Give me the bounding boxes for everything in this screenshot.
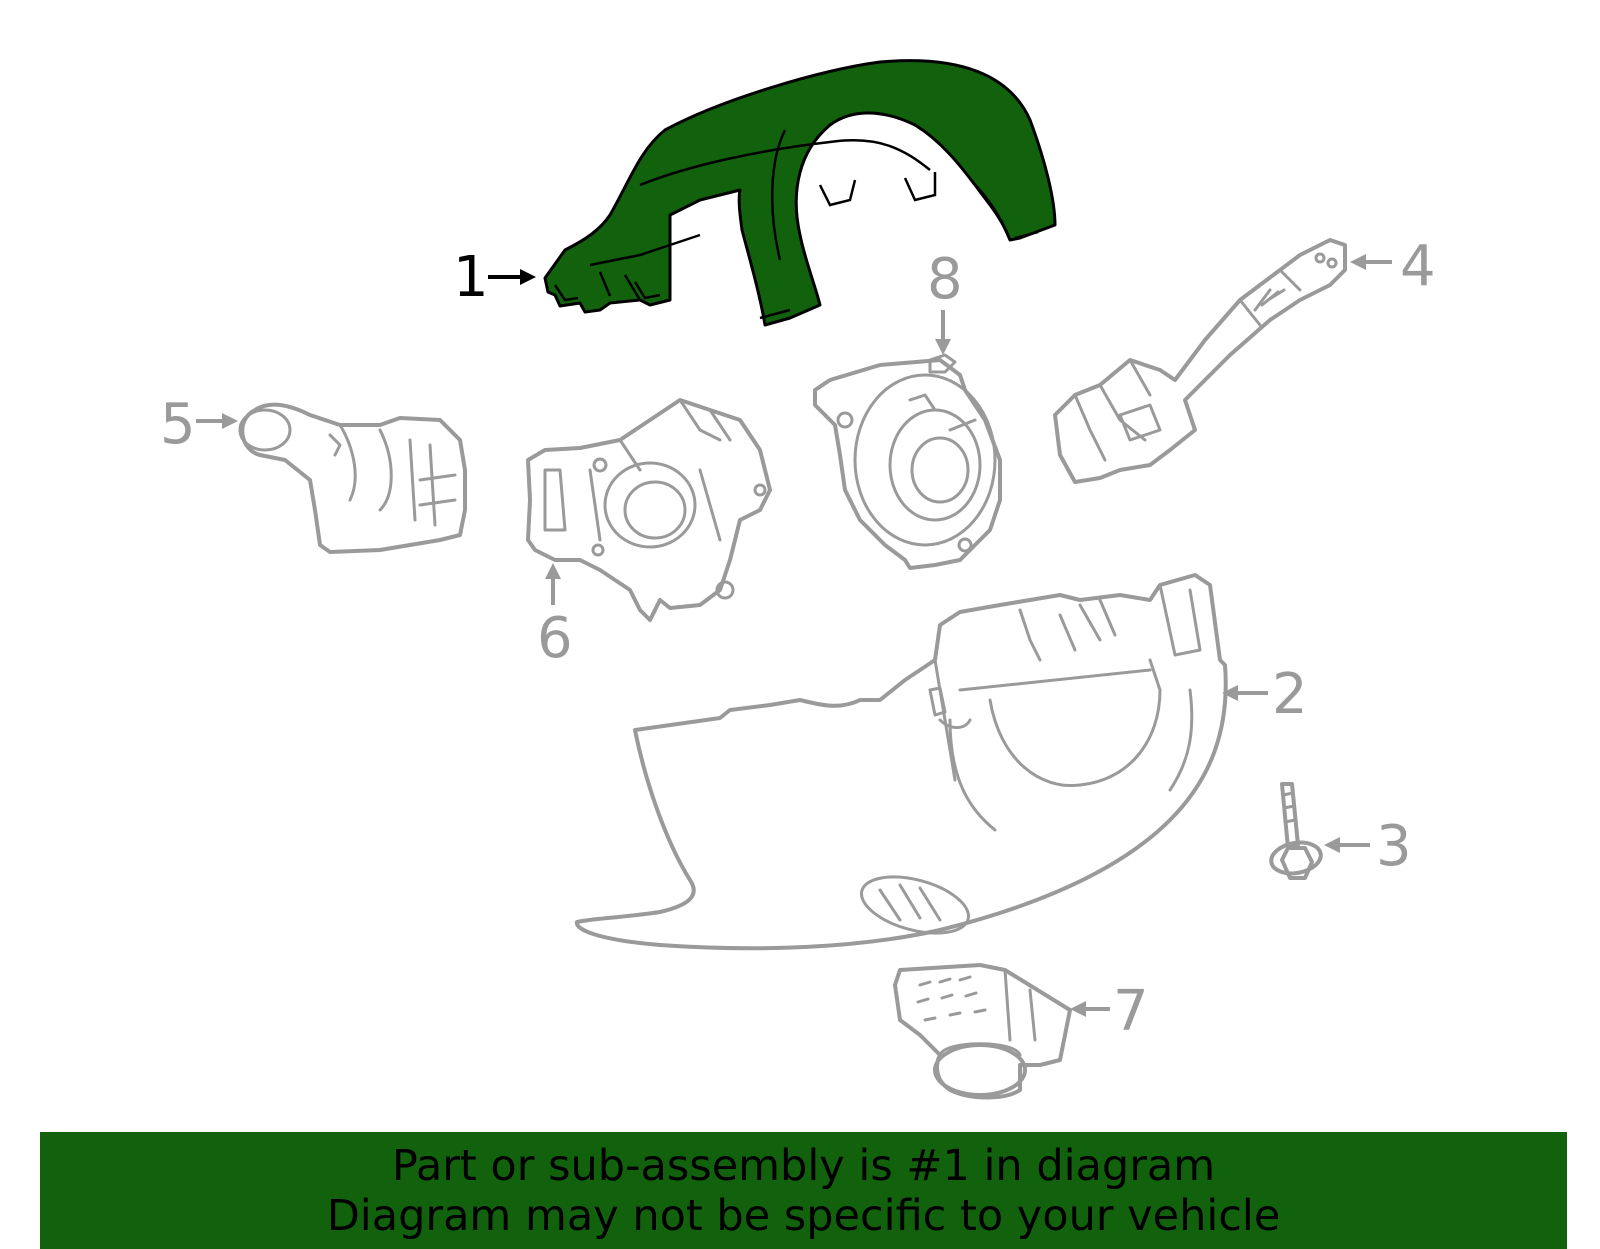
banner-line-1: Part or sub-assembly is #1 in diagram xyxy=(391,1140,1216,1191)
arrowhead-7 xyxy=(1070,1001,1086,1017)
callout-2[interactable]: 2 xyxy=(1272,662,1308,727)
callout-7[interactable]: 7 xyxy=(1113,979,1149,1044)
part-8-clock-spring[interactable] xyxy=(813,353,1002,570)
arrowhead-3 xyxy=(1324,837,1340,853)
banner-line-2: Diagram may not be specific to your vehi… xyxy=(326,1190,1281,1241)
callout-4[interactable]: 4 xyxy=(1400,234,1436,299)
arrowhead-8 xyxy=(935,339,951,355)
arrowhead-5 xyxy=(222,413,238,429)
callout-5[interactable]: 5 xyxy=(160,392,196,457)
arrowhead-6 xyxy=(545,563,561,579)
callout-8[interactable]: 8 xyxy=(927,247,963,312)
callout-6[interactable]: 6 xyxy=(537,606,573,671)
arrowhead-2 xyxy=(1222,685,1238,701)
part-7-module[interactable] xyxy=(893,963,1072,1100)
callout-3[interactable]: 3 xyxy=(1376,814,1412,879)
part-2-lower-shroud[interactable] xyxy=(575,573,1228,951)
part-6-column-assembly[interactable] xyxy=(526,398,772,622)
arrowhead-1 xyxy=(520,269,536,285)
callout-1[interactable]: 1 xyxy=(453,245,489,310)
part-1-upper-shroud[interactable] xyxy=(543,59,1057,327)
arrowhead-4 xyxy=(1350,254,1366,270)
info-banner: Part or sub-assembly is #1 in diagram Di… xyxy=(40,1132,1567,1249)
part-4-wiper-switch[interactable] xyxy=(1053,238,1347,484)
part-5-turn-signal-switch[interactable] xyxy=(238,402,467,554)
part-3-bolt[interactable] xyxy=(1269,782,1323,880)
